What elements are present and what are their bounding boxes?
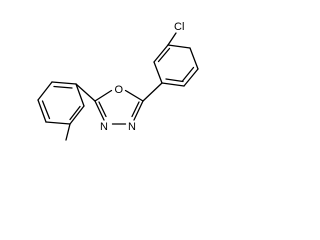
bond-methyl [65,123,71,141]
chlorophenyl-bond-1 [153,61,163,84]
tolyl-ring [37,81,96,141]
nitrogen-label-right: N [128,121,136,133]
oxygen-label: O [115,84,124,96]
bond-c2-n3-double [98,101,107,118]
chlorophenyl-inner-1 [157,47,171,63]
tolyl-inner-2 [41,100,51,120]
tolyl-bond-5 [69,105,85,125]
chlorophenyl-bond-3 [167,44,191,49]
chlorophenyl-ring [142,32,199,102]
chlorophenyl-bond-4 [189,47,199,70]
bond-n4-c5-double [131,101,140,118]
oxadiazole-ring [94,89,144,125]
tolyl-bond-1 [51,81,77,85]
tolyl-bond-4 [45,121,71,125]
bond-n4-c5 [133,100,144,121]
chlorine-label: Cl [174,21,184,33]
tolyl-bond-6 [75,83,85,107]
chlorophenyl-bond-6 [161,82,185,87]
structure-canvas: Cl O N N [0,0,231,164]
bond-ring-link-left [75,83,96,102]
chlorophenyl-bond-2 [153,44,169,63]
bond-o-c2 [94,89,113,102]
bond-c-cl [167,32,177,46]
chlorophenyl-inner-3 [165,78,184,83]
tolyl-inner-1 [53,85,73,89]
chlorophenyl-bond-5 [183,68,199,87]
chlorophenyl-inner-2 [181,66,195,82]
tolyl-bond-2 [37,81,53,101]
bond-c2-n3 [94,100,105,121]
molecule-structure: Cl O N N [37,21,199,141]
bond-ring-link-right [142,82,163,102]
nitrogen-label-left: N [100,121,108,133]
tolyl-bond-3 [37,99,47,123]
tolyl-inner-3 [69,105,81,121]
bond-o-c5 [124,89,144,102]
